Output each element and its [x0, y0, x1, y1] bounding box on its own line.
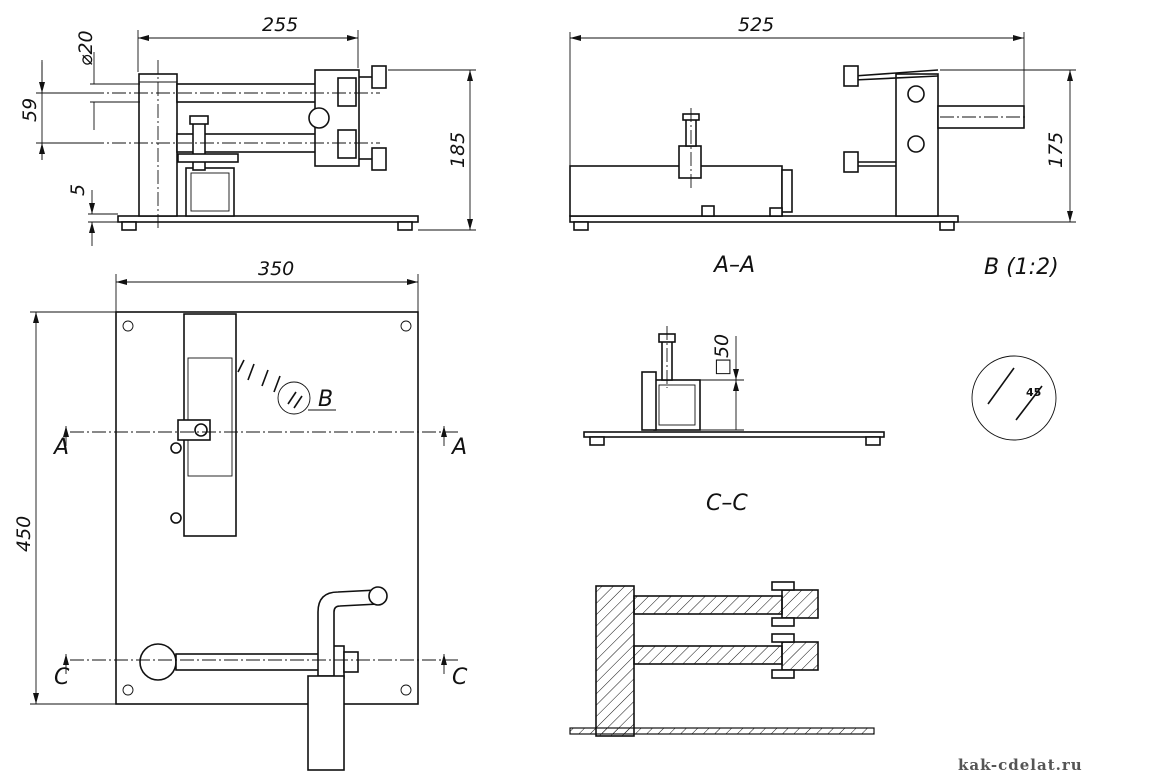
- section-c-view: [583, 326, 885, 446]
- dim-top-width: 255: [262, 14, 298, 36]
- side-view: [36, 30, 476, 246]
- dim-tube-size: □50: [711, 334, 733, 376]
- watermark: kak-cdelat.ru: [958, 756, 1083, 774]
- dim-height-right: 175: [1045, 132, 1067, 168]
- section-c-right: C: [452, 665, 468, 690]
- section-c-left: C: [54, 665, 70, 690]
- detail-angle: 45: [1026, 386, 1041, 399]
- dim-rod-diameter: ⌀20: [75, 30, 97, 66]
- dim-height-left: 185: [447, 132, 469, 168]
- view-c-label: C–C: [706, 491, 748, 516]
- section-a-right: A: [450, 435, 467, 460]
- view-b-label: B (1:2): [984, 255, 1059, 280]
- plan-view: [30, 274, 460, 771]
- section-a-left: A: [52, 435, 69, 460]
- hatched-section-view: [569, 581, 875, 737]
- detail-callout-b: B: [318, 387, 333, 412]
- dim-plate-length: 450: [13, 516, 35, 552]
- dim-plate-width: 350: [258, 258, 294, 280]
- dim-rod-spacing: 59: [19, 98, 41, 122]
- dim-total-length: 525: [738, 14, 774, 36]
- view-a-label: A–A: [712, 253, 755, 278]
- detail-b-circle: [971, 355, 1057, 441]
- dim-plate-thickness: 5: [67, 184, 89, 196]
- front-view-a: [569, 32, 1076, 231]
